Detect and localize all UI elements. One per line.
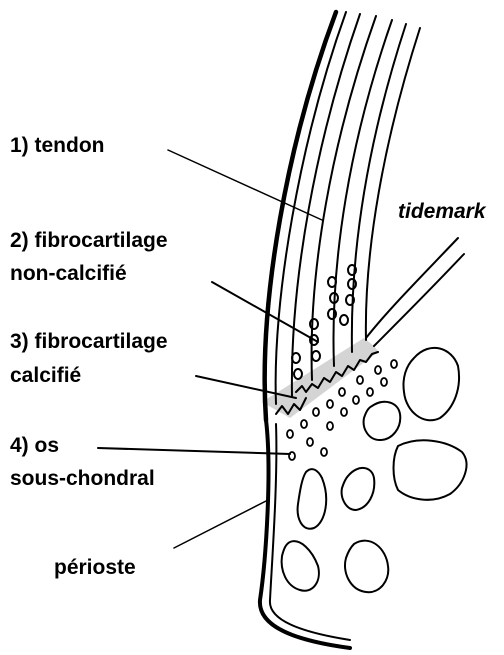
marrow-space	[342, 468, 375, 510]
marrow-space	[403, 348, 459, 420]
marrow-space	[282, 541, 319, 591]
marrow-space	[345, 541, 388, 593]
leader-fibro-calc	[196, 376, 296, 398]
tidemark-branch	[366, 238, 458, 338]
marrow-space	[394, 440, 467, 499]
label-fibro-calc-line2: calcifié	[10, 364, 81, 387]
label-fibro-calc-line1: 3) fibrocartilage	[10, 330, 168, 353]
label-fibro-noncalc-line1: 2) fibrocartilage	[10, 229, 168, 252]
marrow-space	[298, 469, 327, 529]
calcified-fibrocartilage-band	[262, 338, 378, 418]
label-os-line2: sous-chondral	[10, 467, 155, 490]
label-os-line1: 4) os	[10, 434, 59, 457]
label-tendon: 1) tendon	[10, 134, 105, 157]
periosteum-line	[270, 424, 350, 640]
marrow-space	[364, 402, 401, 440]
leader-os	[98, 448, 290, 454]
tidemark-branch	[374, 254, 464, 346]
label-fibro-noncalc-line2: non-calcifié	[10, 262, 127, 285]
label-perioste: périoste	[54, 556, 136, 579]
leader-perioste	[174, 500, 268, 548]
label-tidemark: tidemark	[398, 200, 487, 223]
